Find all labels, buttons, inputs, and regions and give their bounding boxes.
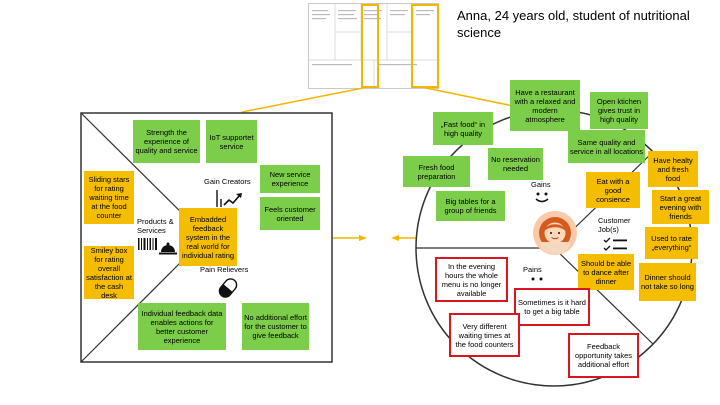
gains-label: Gains [531,180,551,189]
pill-icon [218,278,238,298]
gain-creator-note: New service experience [260,165,320,193]
gain-note: No reservation needed [488,148,543,180]
job-note: Start a great evening with friends [652,190,709,224]
persona-title: Anna, 24 years old, student of nutrition… [457,8,690,40]
job-note: Should be able to dance after dinner [578,254,634,290]
product-note: Smiley box for rating overall satisfacti… [84,246,134,300]
barcode-icon [138,238,157,250]
pain-note: Sometimes is it hard to get a big table [514,288,590,326]
product-note: Sliding stars for rating waiting time at… [84,171,134,224]
job-note: Eat with a good consience [586,172,640,208]
gain-creator-note: Feels customer oriented [260,197,320,230]
gain-note: Open ktichen gives trust in high quality [590,92,648,129]
highlight-value-proposition [361,4,379,88]
checklist-icon [603,237,627,251]
products-services-label: Products & Services [137,217,174,235]
gain-creator-note: Strength the experience of quality and s… [133,120,200,163]
job-note: Dinner should not take so long [639,263,696,301]
pain-note: Feedback opportunity takes additional ef… [568,333,639,378]
gain-creator-note: IoT supportet service [206,120,257,163]
pain-note: In the evening hours the whole menu is n… [435,257,508,302]
gain-note: Have a restaurant with a relaxed and mod… [510,80,580,131]
pain-relievers-label: Pain Relievers [200,265,249,274]
gain-note: Big tables for a group of friends [436,191,505,221]
job-note: Used to rate „everything“ [645,227,698,259]
gain-note: „Fast food“ in high quality [433,112,493,145]
sad-face-icon [531,277,543,281]
avatar [533,211,577,255]
job-note: Have healty and fresh food [648,151,698,187]
canvas-thumbnail-grid [309,4,440,90]
trend-up-icon [216,190,242,207]
smiley-icon [535,192,549,203]
canvas-thumbnail [308,3,440,90]
pains-label: Pains [523,265,542,274]
gain-note: Same quality and service in all location… [568,130,645,163]
pain-reliever-note: Individual feedback data enables actions… [138,303,226,350]
gain-creators-label: Gain Creators [204,177,251,186]
highlight-customer-segment [411,4,439,88]
pain-note: Very different waiting times at the food… [449,313,520,357]
customer-jobs-label: Customer Job(s) [598,216,631,234]
cloche-icon [159,242,177,255]
embedded-feedback-note: Embadded feedback system in the real wor… [179,208,237,266]
pain-reliever-note: No additional effort for the customer to… [242,303,309,350]
gain-note: Fresh food preparation [403,156,470,187]
